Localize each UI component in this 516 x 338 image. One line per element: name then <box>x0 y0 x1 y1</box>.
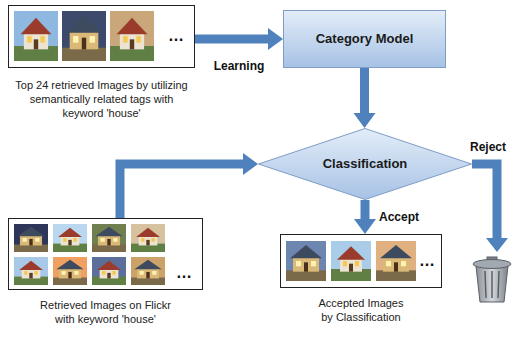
ellipsis-mark: … <box>419 253 435 269</box>
model-box: Category Model <box>283 10 446 68</box>
photo-sky <box>62 11 106 61</box>
photo-sky <box>131 257 165 285</box>
photo-sky <box>53 257 87 285</box>
photo-house <box>92 227 126 252</box>
photo-sky <box>14 11 58 61</box>
photo-house <box>53 228 87 252</box>
reject-arrowhead <box>486 238 508 252</box>
photo-house <box>286 245 326 281</box>
photo-house <box>131 228 165 252</box>
arrow-shaft <box>360 68 369 113</box>
image-box: … <box>280 234 442 288</box>
diamond-shape <box>259 129 472 200</box>
photo-house <box>376 245 416 281</box>
photo-house <box>131 260 165 285</box>
trash-rib <box>485 271 486 298</box>
photo-sky <box>53 224 87 252</box>
photo-house <box>14 18 58 61</box>
image-box: … <box>8 5 195 68</box>
arrow-shaft <box>195 35 268 44</box>
arrow-shaft <box>361 200 370 219</box>
photo-sky <box>331 241 371 281</box>
flow-arrow <box>354 68 376 128</box>
edge-label: Learning <box>214 59 265 73</box>
arrow-shaft <box>120 164 243 218</box>
trash-can-icon <box>473 257 511 302</box>
decision-diamond: Classification <box>258 128 472 200</box>
annotation-label: Reject <box>470 140 506 154</box>
image-panel: … Retrieved Images on Flickr with keyword… <box>8 218 203 326</box>
photo-sky <box>131 224 165 252</box>
image-box: … <box>8 218 203 290</box>
photo-house <box>53 260 87 285</box>
trash-rib <box>498 271 499 298</box>
box-title: Category Model <box>316 31 414 47</box>
photo-sky <box>286 241 326 281</box>
trash-lid <box>473 260 511 269</box>
arrowhead <box>243 153 258 175</box>
arrowhead <box>354 219 376 234</box>
photo-house <box>14 261 48 285</box>
arrowhead <box>354 113 376 128</box>
photo-sky <box>110 11 154 61</box>
photo-sky <box>14 257 48 285</box>
photo-sky <box>376 241 416 281</box>
flow-arrow <box>120 153 258 218</box>
photo-sky <box>92 224 126 252</box>
trash-rib <box>491 271 493 298</box>
reject-arrow <box>472 164 497 238</box>
ellipsis-mark: … <box>168 28 184 44</box>
image-caption: Accepted Images by Classification <box>315 296 407 324</box>
edge-label: Accept <box>379 210 419 224</box>
image-caption: Top 24 retrieved Images by utilizing sem… <box>13 78 191 120</box>
arrowhead <box>268 28 283 50</box>
photo-sky <box>92 257 126 285</box>
photo-house <box>92 261 126 285</box>
photo-house <box>331 246 371 281</box>
photo-house <box>110 18 154 61</box>
photo-sky <box>14 224 48 252</box>
image-panel: … Accepted Images by Classification <box>280 234 442 324</box>
diamond-title: Classification <box>323 156 408 172</box>
flow-arrow <box>354 200 376 234</box>
flow-arrow <box>195 28 283 50</box>
photo-house <box>62 16 106 61</box>
photo-house <box>14 227 48 252</box>
image-caption: Retrieved Images on Flickr with keyword … <box>36 298 176 326</box>
ellipsis-mark: … <box>176 265 192 281</box>
trash-body <box>476 266 508 302</box>
image-panel: … Top 24 retrieved Images by utilizing se… <box>8 5 195 120</box>
